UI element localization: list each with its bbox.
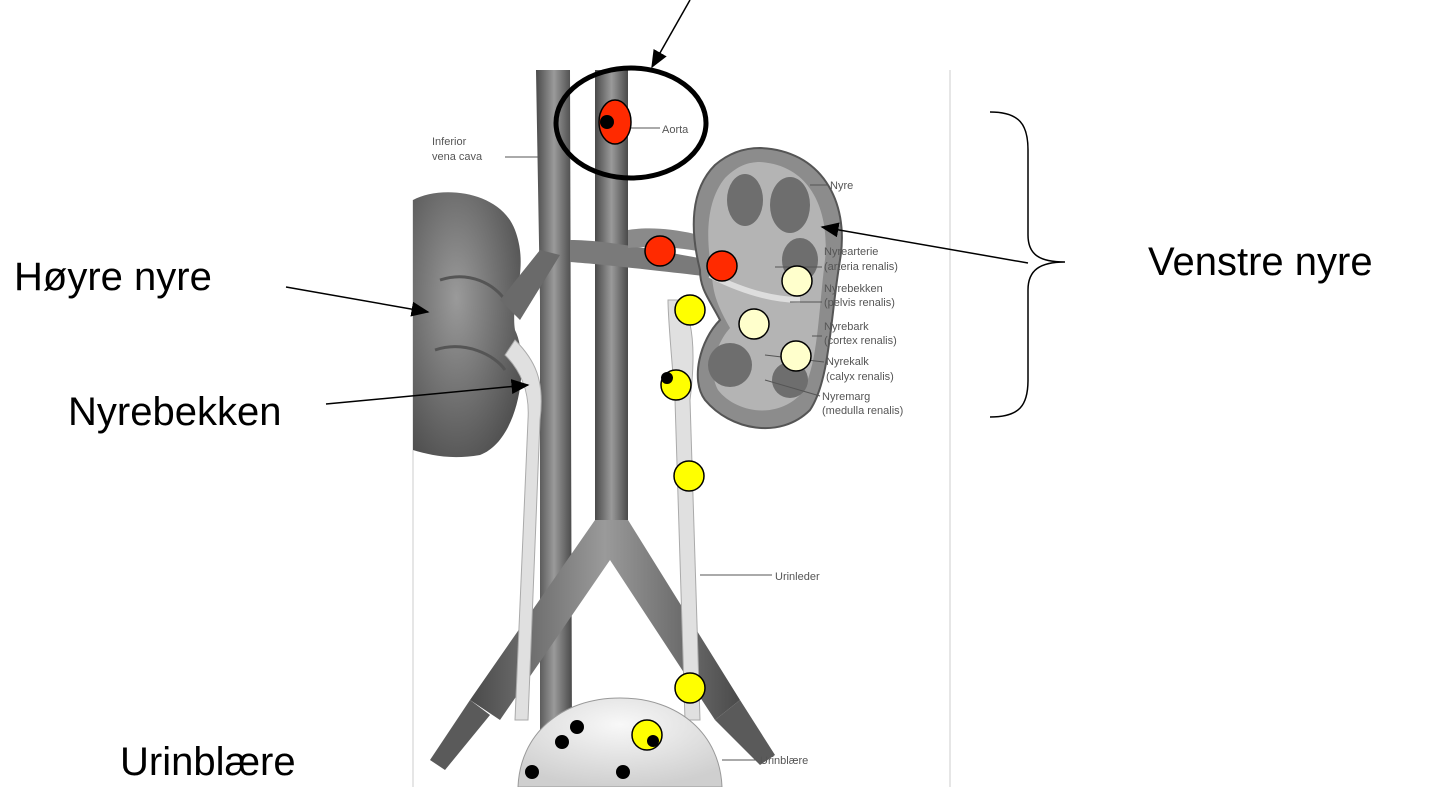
bladder-label: Urinblære <box>120 740 296 784</box>
pelvis-label-line2: (pelvis renalis) <box>824 297 895 309</box>
calyx-label-line2: (calyx renalis) <box>826 371 894 383</box>
ivc-label-line2: vena cava <box>432 151 483 163</box>
bladder-dot-3 <box>525 765 539 779</box>
bladder-dot-1 <box>570 720 584 734</box>
right-kidney-arrow <box>286 287 428 312</box>
cortex-label-line1: Nyrebark <box>824 321 869 333</box>
artery-label-line1: Nyrearterie <box>824 246 878 258</box>
calyx-label-line1: Nyrekalk <box>826 356 869 368</box>
aorta-label: Aorta <box>662 124 689 136</box>
yellow-marker-5 <box>632 720 662 750</box>
bladder-dot-2 <box>555 735 569 749</box>
cream-marker-1 <box>782 266 812 296</box>
cortex-label-line2: (cortex renalis) <box>824 335 897 347</box>
medulla-label-line1: Nyremarg <box>822 391 870 403</box>
yellow-marker-4 <box>675 673 705 703</box>
pelvis-label-line1: Nyrebekken <box>824 283 883 295</box>
medulla-label-line2: (medulla renalis) <box>822 405 903 417</box>
bladder-dot-4 <box>616 765 630 779</box>
left-kidney-illustration <box>694 148 842 428</box>
yellow-marker-1 <box>675 295 705 325</box>
black-dot-aorta <box>600 115 614 129</box>
left-kidney-label: Venstre nyre <box>1148 240 1373 284</box>
artery-label-line2: (arteria renalis) <box>824 261 898 273</box>
yellow-marker-3 <box>674 461 704 491</box>
ivc-label-line1: Inferior <box>432 136 467 148</box>
black-dot-yellow-5 <box>647 735 659 747</box>
bladder-small-label: Urinblære <box>760 755 808 767</box>
ureter-label: Urinleder <box>775 571 820 583</box>
red-marker-1 <box>645 236 675 266</box>
cream-marker-2 <box>739 309 769 339</box>
red-marker-2 <box>707 251 737 281</box>
pelvis-label: Nyrebekken <box>68 390 281 434</box>
nyre-label: Nyre <box>830 180 853 192</box>
cream-marker-3 <box>781 341 811 371</box>
right-kidney-illustration <box>413 192 522 457</box>
black-dot-yellow-2 <box>661 372 673 384</box>
right-kidney-label: Høyre nyre <box>14 255 212 299</box>
top-arrow <box>652 0 690 67</box>
kidney-brace <box>990 112 1065 417</box>
